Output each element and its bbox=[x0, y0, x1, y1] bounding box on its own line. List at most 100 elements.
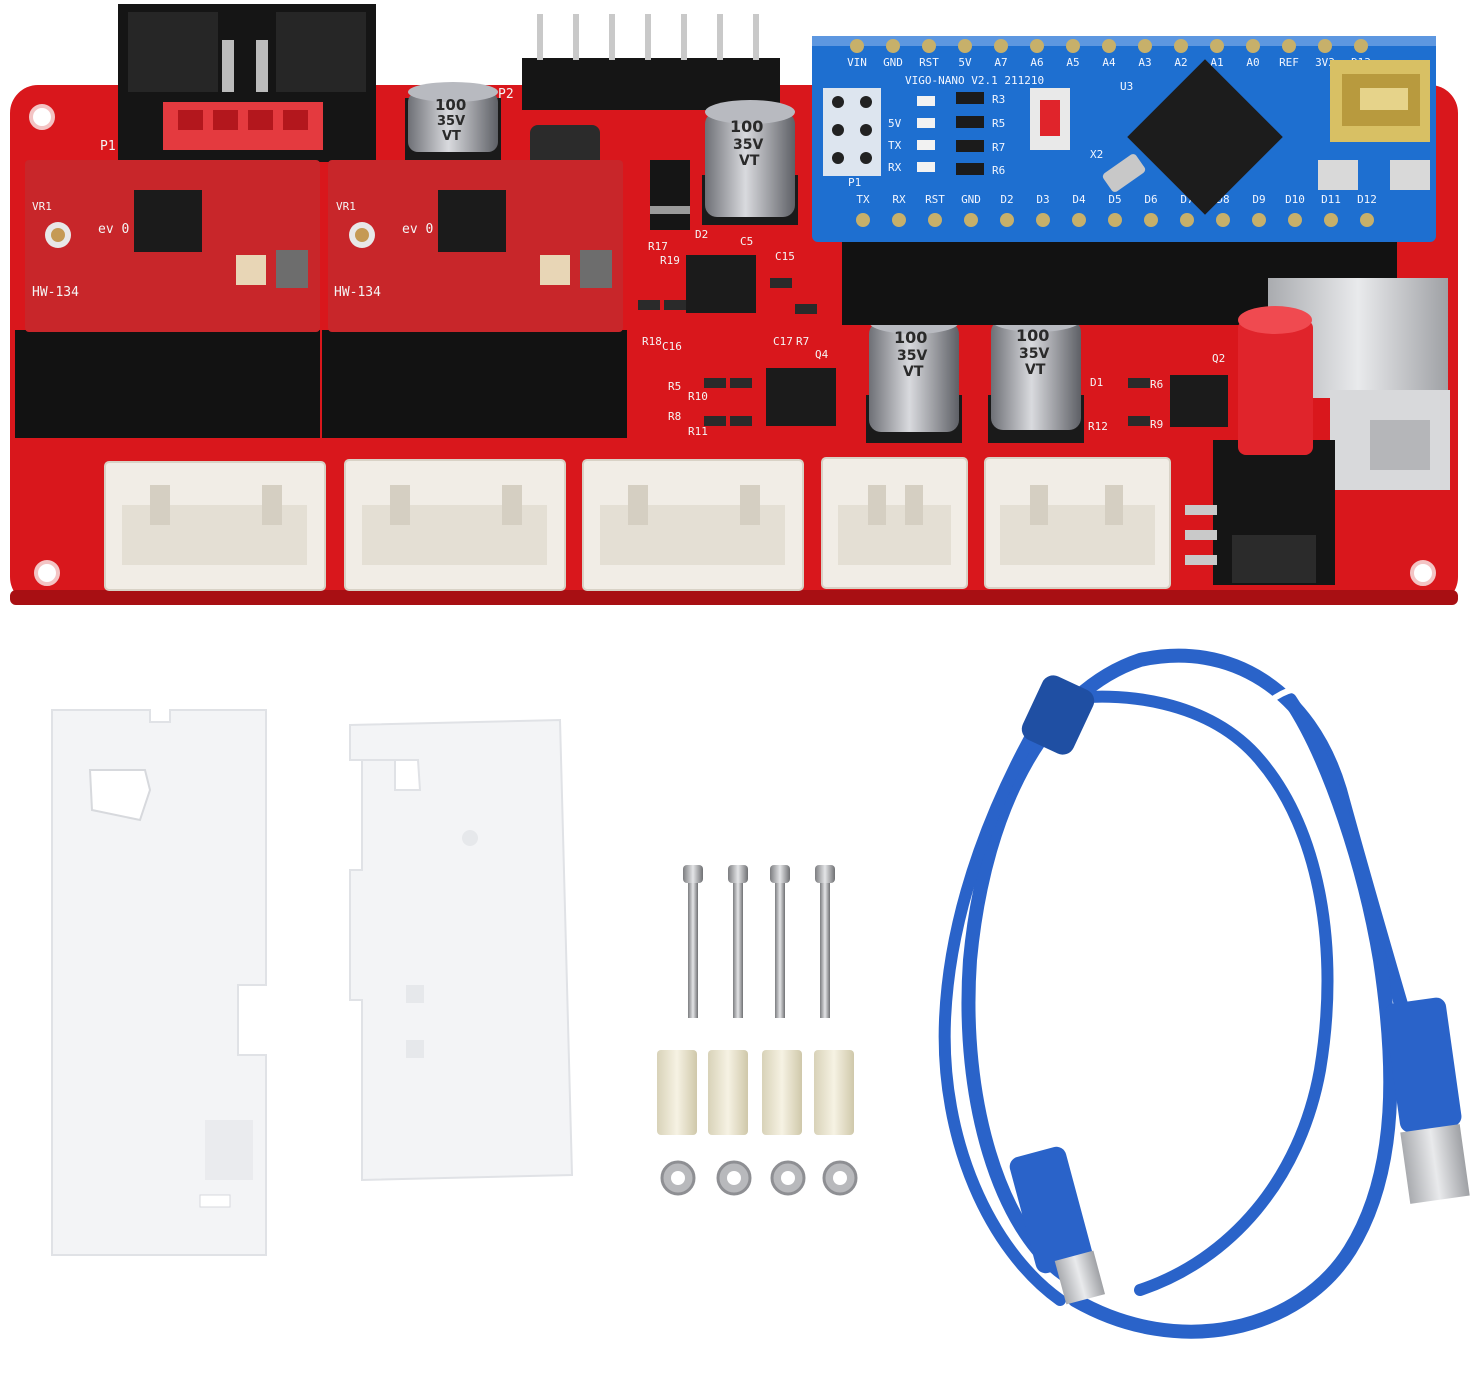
electrolytic-capacitor: 100 35V VT bbox=[702, 100, 798, 225]
svg-text:C15: C15 bbox=[775, 250, 795, 263]
nano-leds bbox=[917, 96, 935, 172]
svg-text:VIN: VIN bbox=[847, 56, 867, 69]
smd-ic bbox=[1170, 375, 1228, 427]
svg-text:A3: A3 bbox=[1138, 56, 1151, 69]
nano-bottom-pins bbox=[856, 213, 1374, 227]
svg-text:R9: R9 bbox=[1150, 418, 1163, 431]
nano-mcu-chip bbox=[1127, 59, 1283, 215]
svg-text:D11: D11 bbox=[1321, 193, 1341, 206]
svg-text:VR1: VR1 bbox=[32, 200, 52, 213]
electrolytic-capacitor: 100 35V VT bbox=[988, 308, 1084, 443]
mounting-hole bbox=[29, 104, 55, 130]
svg-text:R5: R5 bbox=[992, 117, 1005, 130]
svg-text:A6: A6 bbox=[1030, 56, 1043, 69]
svg-text:HW-134: HW-134 bbox=[32, 285, 79, 300]
svg-text:TX: TX bbox=[856, 193, 870, 206]
jst-connector bbox=[104, 461, 326, 591]
svg-text:R5: R5 bbox=[668, 380, 681, 393]
usb-b-plug bbox=[1009, 1146, 1106, 1305]
svg-text:R8: R8 bbox=[668, 410, 681, 423]
svg-text:REF: REF bbox=[1279, 56, 1299, 69]
svg-text:R19: R19 bbox=[660, 254, 680, 267]
nano-icsp-header bbox=[823, 88, 881, 176]
svg-text:D2: D2 bbox=[695, 228, 708, 241]
nut bbox=[822, 1160, 858, 1196]
nano-resistors bbox=[956, 92, 984, 175]
svg-text:VT: VT bbox=[903, 364, 924, 380]
svg-text:VT: VT bbox=[739, 153, 760, 169]
nano-crystal bbox=[1102, 154, 1146, 192]
svg-text:R6: R6 bbox=[992, 164, 1005, 177]
svg-text:R3: R3 bbox=[992, 93, 1005, 106]
power-switch bbox=[1185, 306, 1335, 585]
svg-text:A1: A1 bbox=[1210, 56, 1223, 69]
nut bbox=[716, 1160, 752, 1196]
svg-text:Q2: Q2 bbox=[1212, 352, 1225, 365]
svg-text:VT: VT bbox=[1025, 362, 1046, 378]
jst-connector bbox=[582, 459, 804, 591]
svg-text:RX: RX bbox=[888, 161, 902, 174]
svg-text:100: 100 bbox=[894, 328, 927, 347]
mounting-hole bbox=[1410, 560, 1436, 586]
svg-text:100: 100 bbox=[435, 96, 466, 114]
svg-text:C17: C17 bbox=[773, 335, 793, 348]
svg-text:D1: D1 bbox=[1090, 376, 1103, 389]
jst-connector bbox=[344, 459, 566, 591]
pcb-edge-shadow bbox=[10, 590, 1458, 605]
header-label-p1: P1 bbox=[100, 139, 116, 154]
smd-resistors bbox=[638, 278, 1150, 426]
electrolytic-capacitor: 100 35V VT bbox=[405, 82, 501, 160]
electrolytic-capacitor: 100 35V VT bbox=[866, 310, 962, 443]
svg-text:R18: R18 bbox=[642, 335, 662, 348]
svg-text:D4: D4 bbox=[1072, 193, 1086, 206]
standoff bbox=[814, 1050, 854, 1135]
svg-text:C5: C5 bbox=[740, 235, 753, 248]
svg-text:HW-134: HW-134 bbox=[334, 285, 381, 300]
nano-top-pins bbox=[850, 39, 1368, 53]
svg-text:Q4: Q4 bbox=[815, 348, 829, 361]
svg-text:R10: R10 bbox=[688, 390, 708, 403]
acrylic-panel-left bbox=[51, 709, 267, 1256]
svg-text:RST: RST bbox=[925, 193, 945, 206]
svg-text:R6: R6 bbox=[1150, 378, 1163, 391]
nut-set bbox=[660, 1160, 858, 1196]
svg-text:D5: D5 bbox=[1108, 193, 1121, 206]
nut bbox=[770, 1160, 806, 1196]
svg-text:D3: D3 bbox=[1036, 193, 1049, 206]
svg-text:D12: D12 bbox=[1357, 193, 1377, 206]
acrylic-panel-right bbox=[349, 718, 574, 1182]
nut bbox=[660, 1160, 696, 1196]
svg-text:3V3: 3V3 bbox=[1315, 56, 1335, 69]
svg-text:35V: 35V bbox=[437, 114, 465, 129]
svg-text:R7: R7 bbox=[796, 335, 809, 348]
screw bbox=[815, 865, 835, 1018]
jst-connector bbox=[821, 457, 968, 589]
svg-text:A0: A0 bbox=[1246, 56, 1259, 69]
red-terminal-block bbox=[163, 102, 323, 150]
standoff bbox=[708, 1050, 748, 1135]
svg-text:R12: R12 bbox=[1088, 420, 1108, 433]
svg-text:35V: 35V bbox=[897, 348, 927, 364]
smd-ic bbox=[766, 368, 836, 426]
svg-text:35V: 35V bbox=[1019, 346, 1049, 362]
svg-text:A4: A4 bbox=[1102, 56, 1116, 69]
svg-text:100: 100 bbox=[730, 117, 763, 136]
ferrite-bead bbox=[1021, 675, 1095, 755]
svg-text:D9: D9 bbox=[1252, 193, 1265, 206]
arduino-nano-module: VIN GND RST 5V A7 A6 A5 A4 A3 A2 A1 A0 R… bbox=[812, 36, 1436, 242]
header-label-p2: P2 bbox=[498, 87, 514, 102]
svg-text:5V: 5V bbox=[888, 117, 902, 130]
svg-text:GND: GND bbox=[961, 193, 981, 206]
svg-text:C16: C16 bbox=[662, 340, 682, 353]
stepper-driver-module-2: VR1 ev 0 HW-134 bbox=[322, 160, 627, 438]
nano-bottom-pin-labels: TX RX RST GND D2 D3 D4 D5 D6 D7 D8 D9 D1… bbox=[856, 193, 1377, 206]
svg-text:X2: X2 bbox=[1090, 148, 1103, 161]
standoff bbox=[762, 1050, 802, 1135]
screw-set bbox=[683, 865, 835, 1018]
svg-text:A5: A5 bbox=[1066, 56, 1079, 69]
svg-text:5V: 5V bbox=[958, 56, 972, 69]
mounting-hole bbox=[34, 560, 60, 586]
idc-connector bbox=[118, 4, 376, 162]
standoff-set bbox=[657, 1050, 854, 1135]
svg-text:100: 100 bbox=[1016, 326, 1049, 345]
